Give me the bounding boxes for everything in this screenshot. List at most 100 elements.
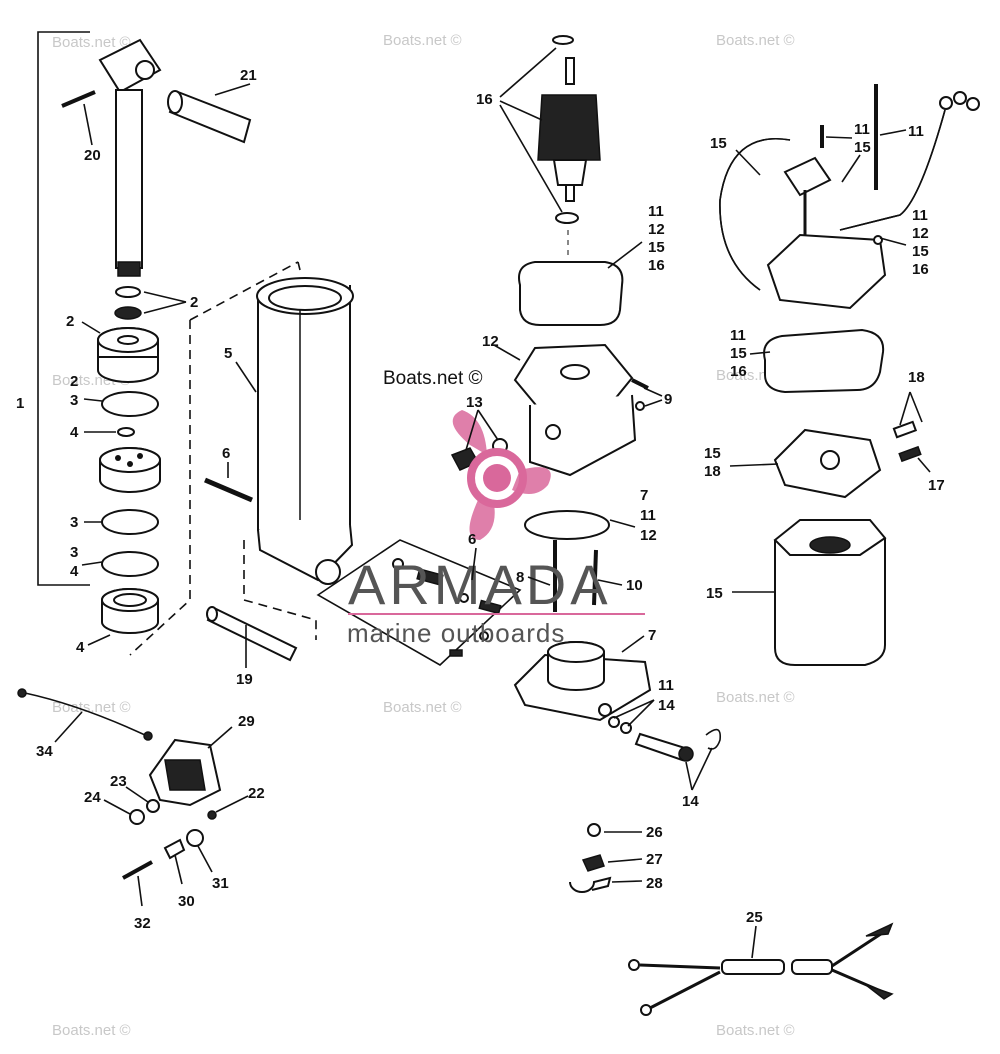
callout: 7 (648, 627, 656, 644)
watermark: Boats.net © (716, 689, 795, 706)
wire-harness-inner (719, 138, 791, 291)
valve (416, 568, 444, 586)
field-windings (809, 536, 851, 554)
callout: 16 (730, 363, 747, 380)
leader (87, 634, 111, 646)
leader (207, 726, 233, 749)
hardware-group (569, 823, 894, 1016)
callout: 2 (190, 294, 198, 311)
leader (607, 241, 643, 269)
valve-kit-outline (316, 539, 522, 666)
cable-terminal (143, 731, 153, 741)
brand-name: ARMADA (348, 553, 612, 616)
leader-lines (54, 47, 931, 959)
callout: 22 (248, 785, 265, 802)
brand-tagline: marine outboards (347, 618, 565, 648)
armada-logo: ARMADA marine outboards (347, 410, 645, 648)
callout: 15 (648, 239, 665, 256)
washer-9 (635, 401, 645, 411)
pump-motor-group (316, 35, 722, 762)
callout: 12 (648, 221, 665, 238)
bullet-connector (865, 922, 894, 937)
manual-release-valve (634, 732, 687, 762)
dashed-guide (243, 540, 317, 640)
propeller-blade (452, 410, 487, 455)
leader (81, 561, 103, 566)
callout: 3 (70, 544, 78, 561)
lead-terminal (939, 96, 953, 110)
leader (477, 409, 499, 441)
callout: 11 (640, 507, 656, 524)
switch-group (17, 688, 222, 880)
leader (499, 100, 543, 121)
leader (611, 880, 643, 883)
spring-17 (898, 445, 922, 463)
callout: 20 (84, 147, 101, 164)
callout: 11 (658, 677, 674, 694)
leader (607, 858, 643, 863)
pump-housing-body (529, 394, 637, 477)
valve-ring (459, 593, 469, 603)
bolt-10 (592, 549, 598, 606)
leader (83, 398, 103, 402)
callout: 14 (658, 697, 675, 714)
washer (873, 235, 883, 245)
callout-labels: 1 20 21 2 2 2 3 4 3 3 4 4 5 6 19 16 11 1… (16, 67, 945, 932)
valve-knob (678, 746, 694, 762)
leader (751, 925, 757, 959)
leader (54, 711, 83, 743)
valve-ring (392, 558, 404, 570)
callout: 12 (482, 333, 499, 350)
cable-34 (24, 692, 146, 736)
propeller-hub (483, 464, 511, 492)
callout: 7 (640, 487, 648, 504)
lead-terminal (966, 97, 980, 111)
harness-wire (639, 963, 721, 970)
e-clip (705, 728, 722, 750)
gasket (518, 261, 624, 326)
callout: 2 (70, 373, 78, 390)
callout: 15 (710, 135, 727, 152)
callout: 3 (70, 514, 78, 531)
center-watermark: Boats.net © (383, 368, 483, 389)
callout: 4 (70, 563, 79, 580)
leader (691, 747, 713, 791)
leader (879, 237, 907, 246)
cylinder-mount (315, 559, 341, 585)
callout: 13 (466, 394, 483, 411)
propeller-blade (469, 500, 495, 540)
leader (613, 699, 655, 719)
harness-sleeve (791, 959, 833, 975)
housing-port (545, 424, 561, 440)
brush-18 (892, 420, 918, 439)
callout: 9 (664, 391, 672, 408)
callout: 16 (648, 257, 665, 274)
callout: 24 (84, 789, 101, 806)
o-ring-3 (101, 391, 159, 417)
callout: 16 (476, 91, 493, 108)
screw-32 (122, 860, 153, 880)
callout: 6 (468, 531, 476, 548)
callout: 14 (682, 793, 699, 810)
callout: 4 (76, 639, 85, 656)
leader (174, 854, 183, 885)
clamp-28 (569, 876, 612, 893)
watermark: Boats.net © (52, 1022, 131, 1039)
callout: 25 (746, 909, 763, 926)
callout: 31 (212, 875, 229, 892)
pivot-pin-end (167, 90, 183, 114)
callout: 30 (178, 893, 195, 910)
harness-sleeve (721, 959, 785, 975)
bolt-9 (631, 378, 649, 390)
trim-cylinder-group (37, 31, 354, 662)
watermark: Boats.net © (383, 699, 462, 716)
watermark: Boats.net © (383, 32, 462, 49)
callout: 4 (70, 424, 79, 441)
watermark: Boats.net © (52, 699, 131, 716)
callout: 12 (912, 225, 929, 242)
valve (478, 599, 502, 615)
callout: 17 (928, 477, 945, 494)
leader (825, 136, 853, 139)
leader (214, 83, 251, 96)
leader (909, 391, 923, 423)
